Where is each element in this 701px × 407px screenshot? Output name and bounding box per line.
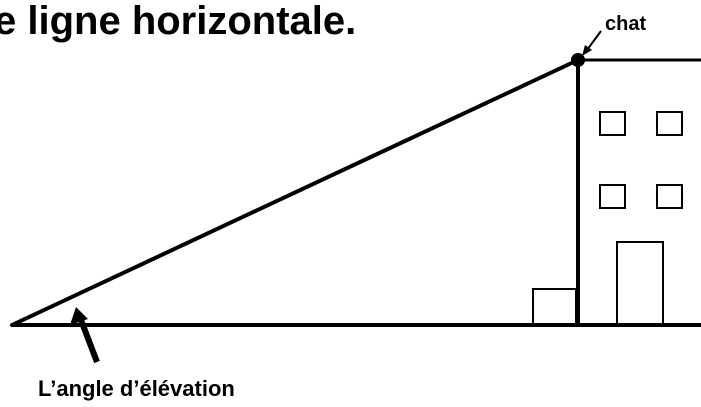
angle-pointer-line (78, 318, 100, 364)
cat-pointer-line (586, 30, 602, 51)
window (599, 111, 626, 136)
page-heading: e ligne horizontale. (0, 0, 356, 43)
cat-pointer-arrowhead (582, 45, 592, 56)
line-of-sight (10, 58, 580, 327)
building-windows (599, 111, 683, 209)
window (656, 184, 683, 209)
window (599, 184, 626, 209)
angle-pointer-arrowhead (70, 307, 88, 325)
cat-point (571, 53, 585, 67)
right-angle-marker (532, 288, 577, 325)
window (656, 111, 683, 136)
building-door (616, 241, 664, 326)
cat-label: chat (605, 13, 646, 35)
angle-label: L’angle d’élévation (38, 376, 235, 401)
